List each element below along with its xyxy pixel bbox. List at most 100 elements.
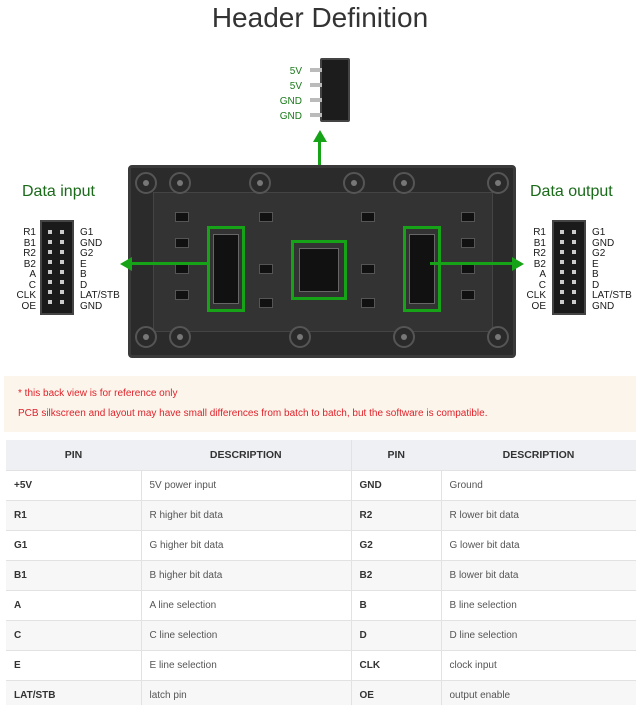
- output-arrow-line: [430, 262, 514, 265]
- table-row: C C line selection D D line selection: [6, 619, 636, 650]
- data-output-right-pins: G1 GND G2 E B D LAT/STB GND: [592, 227, 632, 312]
- pin-cell: OE: [350, 679, 441, 705]
- pin-label: E: [592, 258, 599, 270]
- pin-cell: G1: [6, 529, 141, 560]
- pin-cell: A: [6, 589, 141, 620]
- table-row: +5V 5V power input GND Ground: [6, 469, 636, 500]
- pin-label: LAT/STB: [80, 290, 120, 301]
- description-cell: B line selection: [440, 589, 636, 620]
- column-header: PIN: [350, 440, 441, 470]
- description-cell: 5V power input: [140, 469, 351, 500]
- power-pin-labels: 5V 5V GND GND: [270, 64, 302, 124]
- screw-icon: [289, 326, 311, 348]
- note-line-2: PCB silkscreen and layout may have small…: [18, 408, 488, 419]
- pin-label: B1: [23, 237, 36, 249]
- screw-icon: [343, 172, 365, 194]
- data-input-left-pins: R1 B1 R2 B2 A C CLK OE: [10, 227, 36, 312]
- description-cell: C line selection: [140, 619, 351, 650]
- table-row: E E line selection CLK clock input: [6, 649, 636, 680]
- chip-icon: [461, 238, 475, 248]
- description-cell: D line selection: [440, 619, 636, 650]
- output-header-icon: [409, 234, 435, 304]
- input-header-icon: [213, 234, 239, 304]
- pin-label: C: [28, 279, 36, 291]
- screw-icon: [135, 326, 157, 348]
- pin-label: B1: [533, 237, 546, 249]
- pin-label: G1: [80, 227, 94, 238]
- description-cell: R higher bit data: [140, 499, 351, 530]
- pin-cell: R1: [6, 499, 141, 530]
- chip-icon: [259, 298, 273, 308]
- description-cell: clock input: [440, 649, 636, 680]
- data-input-connector-icon: [40, 220, 74, 315]
- pin-label: G2: [592, 248, 606, 259]
- pin-label: B: [80, 269, 87, 280]
- description-cell: B lower bit data: [440, 559, 636, 590]
- pin-label: B2: [533, 258, 546, 270]
- screw-icon: [487, 326, 509, 348]
- chip-icon: [361, 212, 375, 222]
- pin-cell: +5V: [6, 469, 141, 500]
- data-input-title: Data input: [22, 183, 95, 200]
- description-cell: A line selection: [140, 589, 351, 620]
- pin-label: C: [538, 279, 546, 291]
- power-socket-icon: [299, 248, 339, 292]
- pin-label: R1: [23, 227, 36, 238]
- description-cell: G lower bit data: [440, 529, 636, 560]
- description-cell: Ground: [440, 469, 636, 500]
- pin-label: D: [80, 279, 88, 291]
- pin-label: B2: [23, 258, 36, 270]
- chip-icon: [361, 298, 375, 308]
- description-cell: R lower bit data: [440, 499, 636, 530]
- pin-label: GND: [592, 300, 615, 312]
- pin-label: G1: [592, 227, 606, 238]
- screw-icon: [249, 172, 271, 194]
- pin-label: CLK: [16, 290, 36, 301]
- pin-label: OE: [21, 300, 36, 312]
- pin-cell: B: [350, 589, 441, 620]
- pin-label: E: [80, 258, 87, 270]
- screw-icon: [393, 172, 415, 194]
- table-row: LAT/STB latch pin OE output enable: [6, 679, 636, 705]
- description-cell: E line selection: [140, 649, 351, 680]
- column-header: DESCRIPTION: [141, 440, 351, 470]
- pin-cell: E: [6, 649, 141, 680]
- table-row: G1 G higher bit data G2 G lower bit data: [6, 529, 636, 560]
- chip-icon: [259, 264, 273, 274]
- pin-label: GND: [592, 237, 615, 249]
- power-pin-label: GND: [279, 111, 302, 122]
- pin-label: R1: [533, 227, 546, 238]
- column-header: PIN: [6, 440, 141, 470]
- power-pin-label: GND: [279, 96, 302, 107]
- screw-icon: [393, 326, 415, 348]
- power-pin-label: 5V: [289, 81, 302, 92]
- chip-icon: [461, 264, 475, 274]
- pin-cell: R2: [350, 499, 441, 530]
- column-header: DESCRIPTION: [441, 440, 636, 470]
- data-output-connector-icon: [552, 220, 586, 315]
- pin-label: D: [592, 279, 600, 291]
- table-header-row: PIN DESCRIPTION PIN DESCRIPTION: [6, 440, 636, 470]
- pin-cell: G2: [350, 529, 441, 560]
- table-row: B1 B higher bit data B2 B lower bit data: [6, 559, 636, 590]
- chip-icon: [461, 212, 475, 222]
- pin-label: G2: [80, 248, 94, 259]
- power-connector-icon: [310, 58, 350, 122]
- pin-cell: GND: [350, 469, 441, 500]
- power-socket-highlight: [291, 240, 347, 300]
- chip-icon: [461, 290, 475, 300]
- pin-cell: B1: [6, 559, 141, 590]
- pin-label: A: [29, 269, 36, 280]
- pin-label: CLK: [526, 290, 546, 301]
- pin-label: GND: [80, 237, 103, 249]
- power-pin-label: 5V: [289, 66, 302, 77]
- pin-label: B: [592, 269, 599, 280]
- chip-icon: [175, 290, 189, 300]
- pin-label: LAT/STB: [592, 290, 632, 301]
- screw-icon: [487, 172, 509, 194]
- input-arrow-head-icon: [120, 257, 132, 271]
- pin-cell: C: [6, 619, 141, 650]
- chip-icon: [175, 212, 189, 222]
- compatibility-note: * this back view is for reference only P…: [4, 376, 636, 432]
- data-output-title: Data output: [530, 183, 613, 200]
